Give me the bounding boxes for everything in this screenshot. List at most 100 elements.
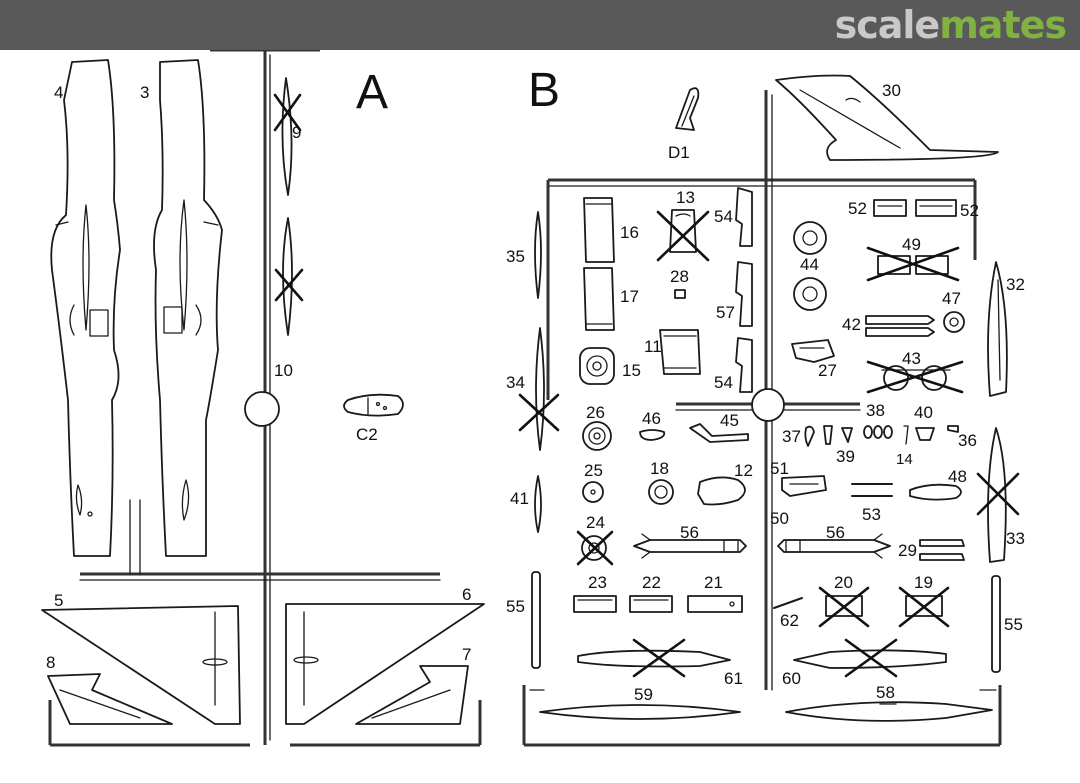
part-54-sidewall-bottom [735, 337, 753, 393]
label-part-19: 19 [914, 573, 933, 592]
label-part-28: 28 [670, 267, 689, 286]
part-14-small [903, 425, 909, 445]
label-part-41: 41 [510, 489, 529, 508]
label-part-32: 32 [1006, 275, 1025, 294]
part-32-flap [987, 261, 1008, 397]
part-55-rail-right [991, 575, 1001, 673]
label-part-9: 9 [292, 123, 301, 142]
label-part-53: 53 [862, 505, 881, 524]
part-43-gear-legs [866, 360, 964, 394]
label-part-16: 16 [620, 223, 639, 242]
part-6-wing [285, 603, 485, 725]
part-62-rod [773, 597, 803, 609]
label-part-34: 34 [506, 373, 525, 392]
part-11-bulkhead [659, 329, 701, 375]
part-26-wheel [582, 421, 612, 451]
part-36-small [947, 425, 959, 433]
label-part-55-right: 55 [1004, 615, 1023, 634]
label-part-46: 46 [642, 409, 661, 428]
fuselage-half-3 [153, 59, 223, 557]
label-part-8: 8 [46, 653, 55, 672]
label-part-55-left: 55 [506, 597, 525, 616]
part-56-missile-right [777, 533, 891, 559]
label-part-d1: D1 [668, 143, 690, 162]
part-23-panel [573, 595, 617, 613]
part-9-antenna [273, 77, 302, 196]
label-part-48: 48 [948, 467, 967, 486]
part-41-antenna [534, 475, 542, 533]
part-30-tail-fin [775, 74, 999, 161]
label-part-57: 57 [716, 303, 735, 322]
logo-text-mates: mates [939, 3, 1067, 47]
label-part-56-right: 56 [826, 523, 845, 542]
part-51-assembly [781, 475, 827, 497]
part-42-struts [865, 315, 935, 337]
part-37-small [804, 425, 815, 447]
label-part-7: 7 [462, 645, 471, 664]
label-part-50: 50 [770, 509, 789, 528]
part-52-panel-left [873, 199, 907, 217]
label-part-26: 26 [586, 403, 605, 422]
label-part-c2: C2 [356, 425, 378, 444]
part-54-sidewall-top [735, 187, 753, 247]
label-part-36: 36 [958, 431, 977, 450]
label-part-3: 3 [140, 83, 149, 102]
part-25-wheel [582, 481, 604, 503]
label-part-47: 47 [942, 289, 961, 308]
label-part-44: 44 [800, 255, 819, 274]
sprue-a-frame [48, 50, 482, 747]
label-part-51: 51 [770, 459, 789, 478]
part-17-panel [583, 267, 615, 331]
label-part-13: 13 [676, 188, 695, 207]
part-33-flap [976, 427, 1020, 563]
label-part-4: 4 [54, 83, 63, 102]
label-part-60: 60 [782, 669, 801, 688]
part-61-fuel-tank [577, 638, 731, 678]
part-18-ring [648, 479, 674, 505]
part-48-pod [909, 483, 962, 501]
sprue-a-letter: A [356, 66, 388, 119]
label-part-52-left: 52 [848, 199, 867, 218]
part-28-small-detail [674, 289, 686, 299]
label-part-38: 38 [866, 401, 885, 420]
part-40-small [915, 427, 935, 441]
part-d1-seat [675, 87, 700, 131]
part-19-panel [898, 586, 950, 628]
label-part-58: 58 [876, 683, 895, 702]
part-56-missile-left [633, 533, 747, 559]
sprue-b: B [506, 64, 1025, 747]
part-7-tailplane [355, 665, 469, 725]
label-part-49: 49 [902, 235, 921, 254]
label-part-14: 14 [896, 451, 913, 468]
part-52-panel-right [915, 199, 957, 217]
scalemates-logo: scalemates [835, 3, 1067, 47]
label-part-37: 37 [782, 427, 801, 446]
part-35-pitot [534, 211, 542, 299]
label-part-40: 40 [914, 403, 933, 422]
part-29-rails [919, 539, 965, 561]
part-22-panel [629, 595, 673, 613]
part-46-small-part [639, 429, 666, 441]
label-part-6: 6 [462, 585, 471, 604]
label-part-42: 42 [842, 315, 861, 334]
part-16-panel [583, 197, 615, 263]
part-47-ring [943, 311, 965, 333]
label-part-56-left: 56 [680, 523, 699, 542]
label-part-18: 18 [650, 459, 669, 478]
label-part-43: 43 [902, 349, 921, 368]
label-part-5: 5 [54, 591, 63, 610]
label-part-30: 30 [882, 81, 901, 100]
label-part-54-bottom: 54 [714, 373, 733, 392]
fuselage-half-4 [50, 59, 121, 557]
label-part-33: 33 [1006, 529, 1025, 548]
label-part-12: 12 [734, 461, 753, 480]
sprue-b-frame [522, 90, 1002, 747]
label-part-45: 45 [720, 411, 739, 430]
part-38-small [863, 425, 893, 439]
part-c2-canopy [343, 393, 404, 417]
label-part-21: 21 [704, 573, 723, 592]
label-part-25: 25 [584, 461, 603, 480]
label-part-20: 20 [834, 573, 853, 592]
part-49-parts-pair [866, 246, 960, 282]
part-55-rail-left [531, 571, 541, 669]
